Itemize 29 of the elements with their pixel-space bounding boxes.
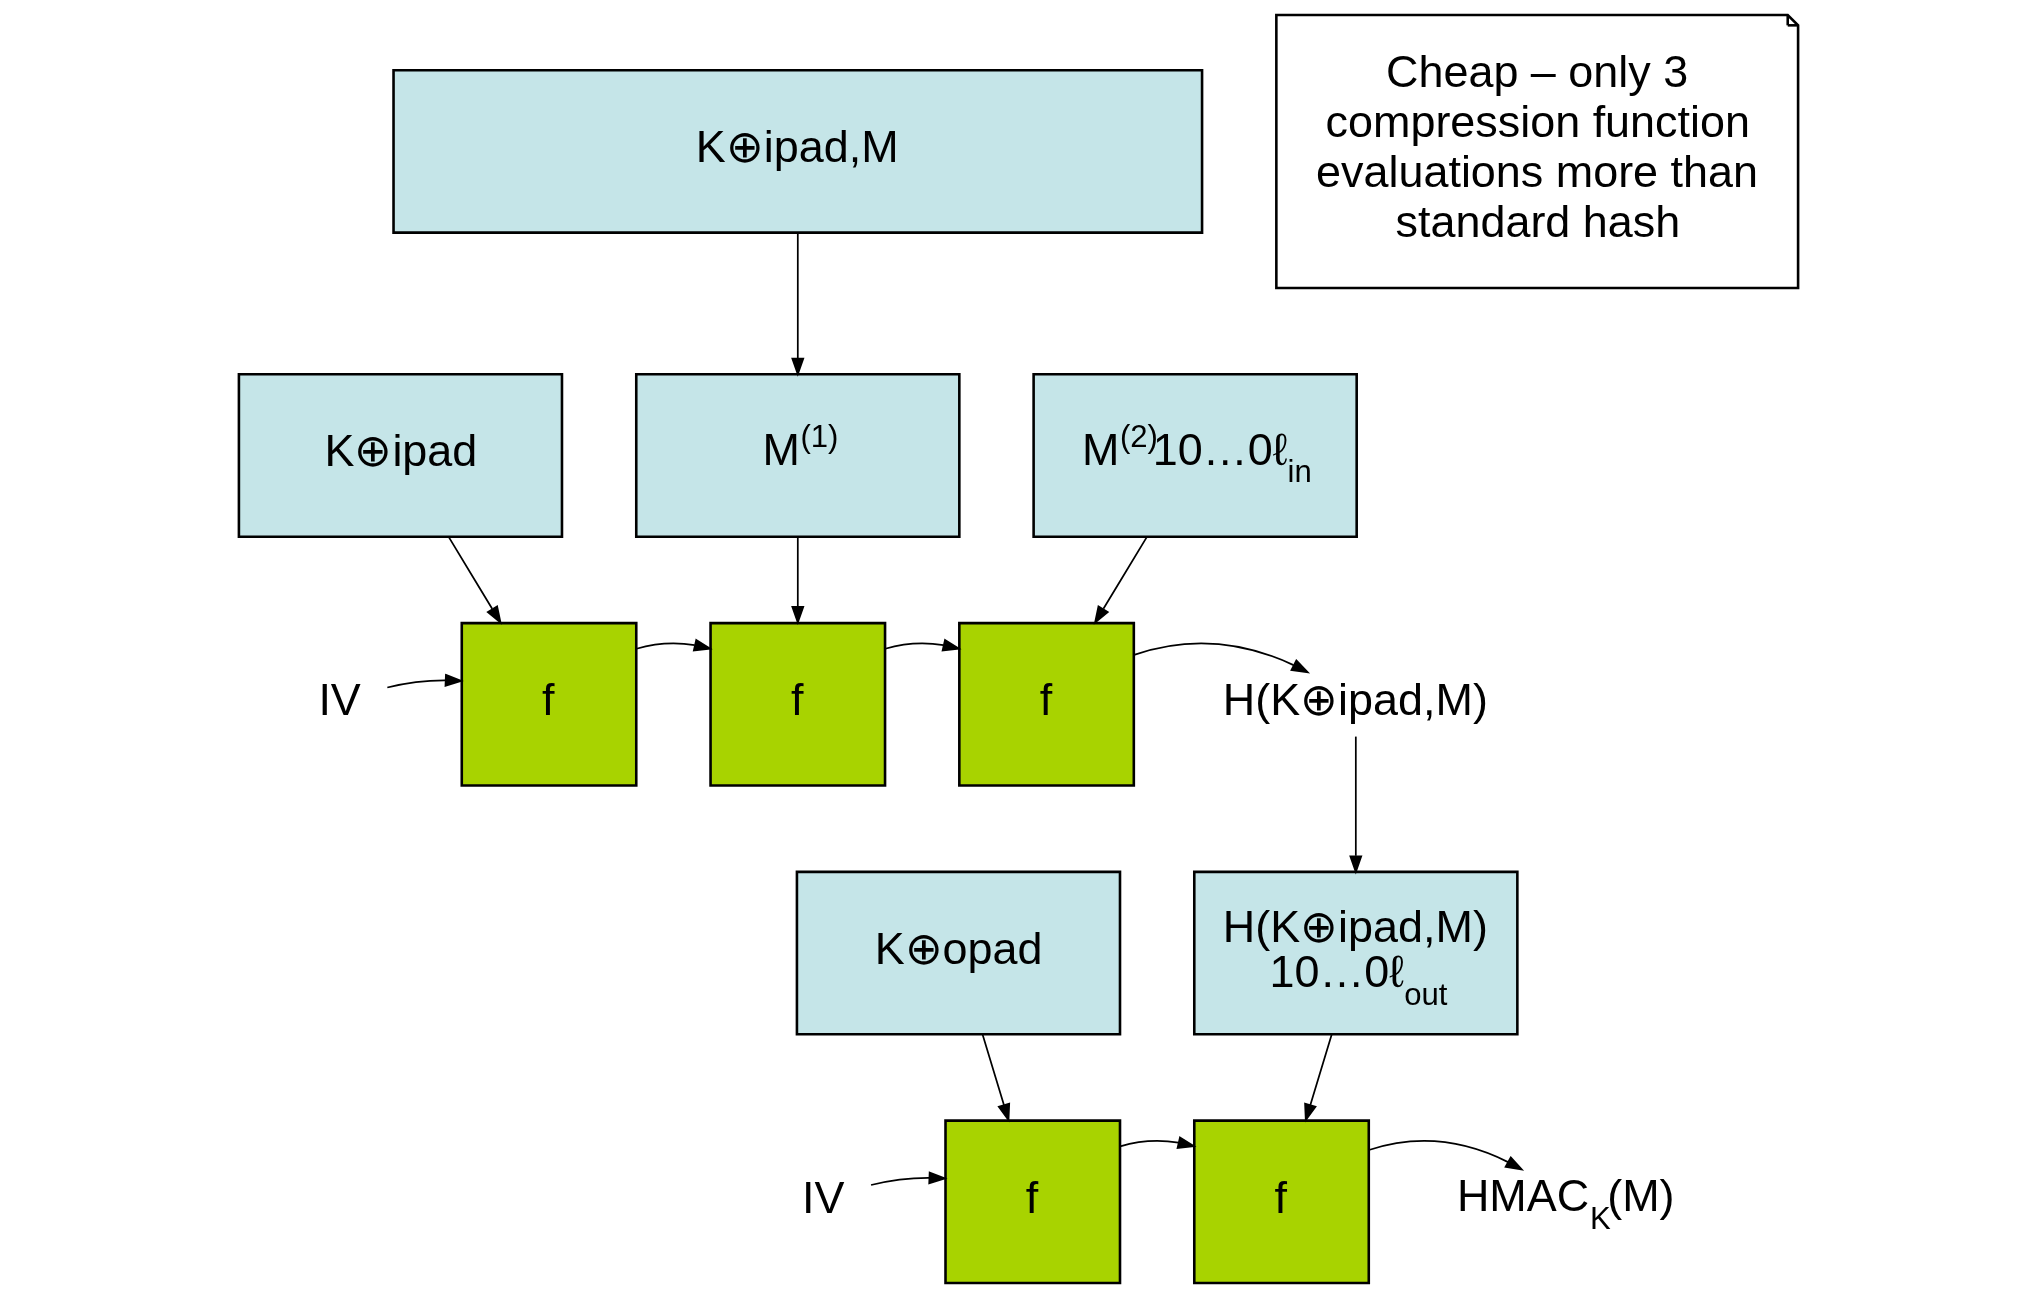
arrow xyxy=(385,673,464,689)
node-box: f xyxy=(943,1119,1121,1285)
arrow xyxy=(1367,1140,1524,1171)
node-text: HMAC$_{K}$(M) xyxy=(1456,1170,1675,1236)
arrow xyxy=(1303,1033,1333,1123)
node-box: H(K⊕ipad,M) 10…0ℓ$_{out}$ xyxy=(1192,870,1519,1036)
node-box: f xyxy=(708,621,886,787)
node-box: M$^{(2)}$10…0ℓ$_{in}$ xyxy=(1031,373,1358,538)
arrow xyxy=(447,536,502,625)
arrow xyxy=(883,638,962,652)
arrow xyxy=(635,638,713,652)
node-box: f xyxy=(957,621,1135,787)
node-box: f xyxy=(459,621,638,787)
node-text: IV xyxy=(801,1171,845,1223)
node-text: IV xyxy=(317,674,361,726)
arrow xyxy=(1348,735,1362,875)
node-box: M$^{(1)}$ xyxy=(634,373,961,538)
arrow xyxy=(1093,536,1148,625)
node-box: K⊕ipad xyxy=(237,373,563,538)
node-box: f xyxy=(1192,1119,1370,1285)
node-box: K⊕ipad,M xyxy=(391,68,1203,234)
arrow xyxy=(981,1033,1010,1123)
node-text: H(K⊕ipad,M) xyxy=(1222,674,1488,726)
arrow xyxy=(869,1171,948,1186)
arrow xyxy=(1132,642,1310,674)
arrow xyxy=(790,232,804,377)
arrow xyxy=(790,536,804,626)
node-box: K⊕opad xyxy=(795,870,1121,1036)
arrow xyxy=(1118,1136,1196,1150)
